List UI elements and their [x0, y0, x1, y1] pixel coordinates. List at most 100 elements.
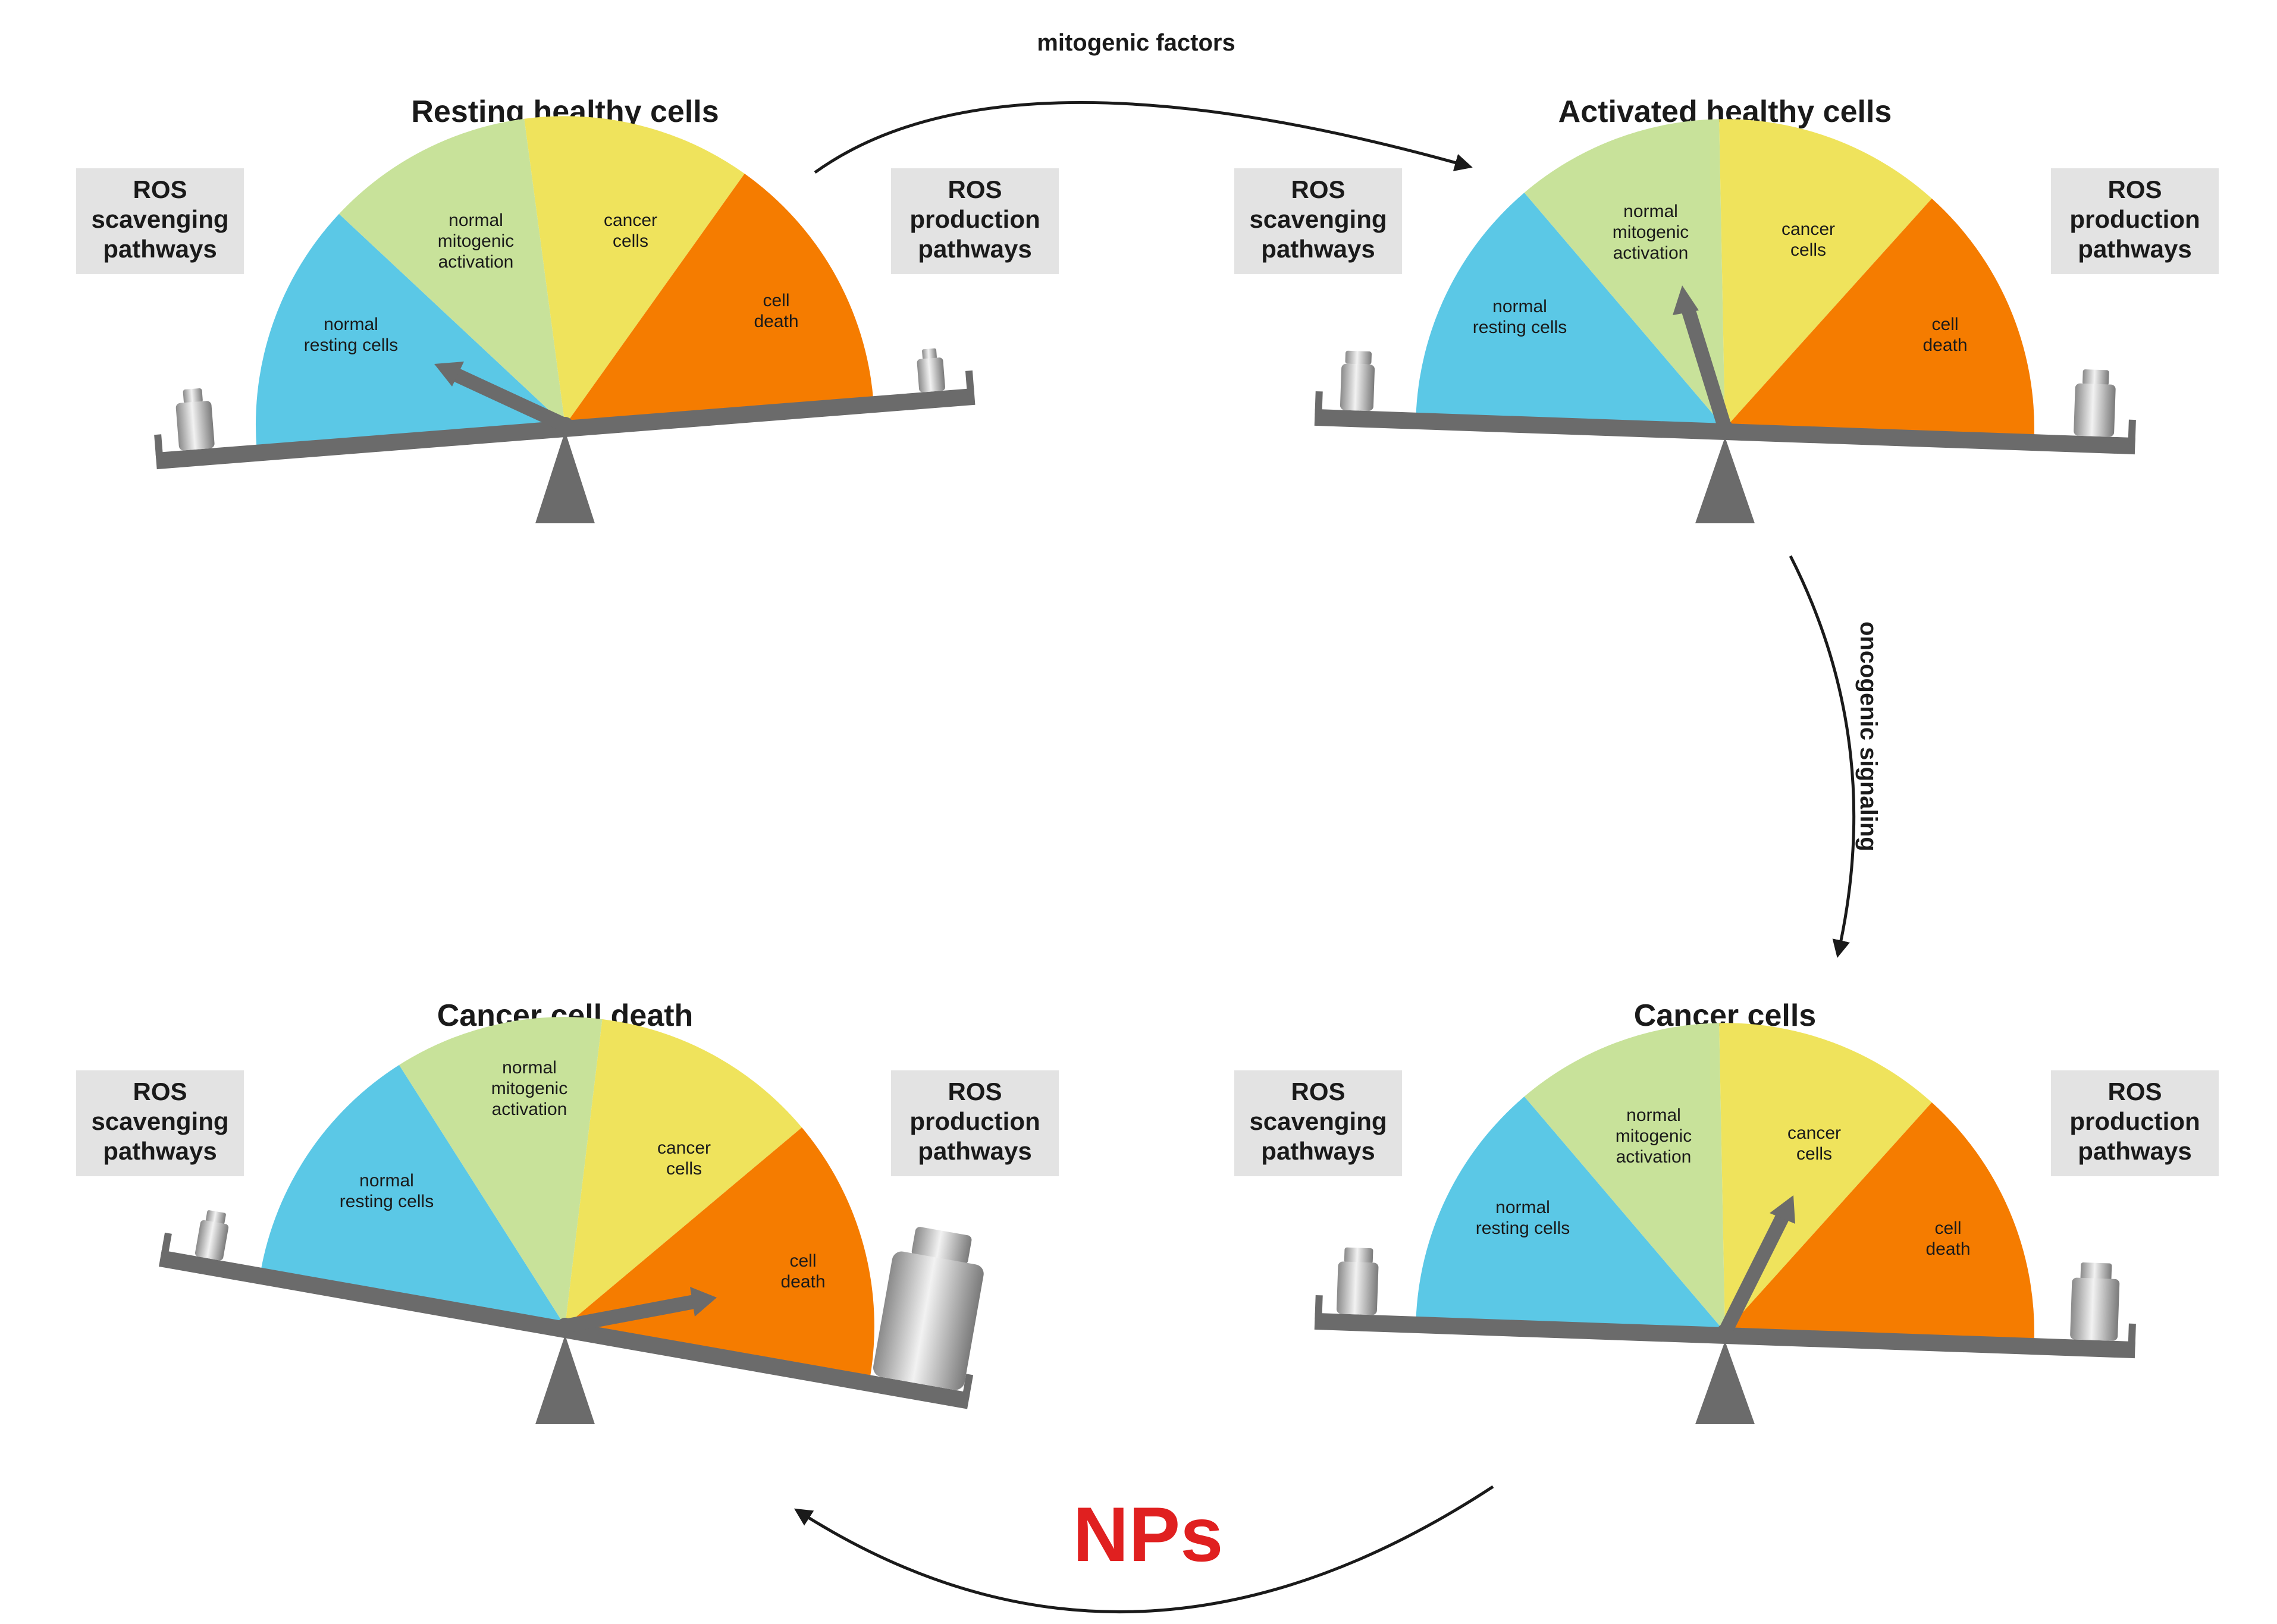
svg-text:mitogenic: mitogenic	[438, 231, 514, 251]
svg-text:ROS: ROS	[133, 1078, 187, 1105]
segment-mitogenic-activation	[1524, 1023, 1725, 1332]
production-box: ROS production pathways	[2051, 168, 2219, 274]
svg-text:activation: activation	[438, 252, 514, 272]
segment-cancer-cells	[1719, 1023, 1932, 1332]
svg-text:pathways: pathways	[918, 1137, 1031, 1165]
svg-text:scavenging: scavenging	[1249, 1107, 1387, 1135]
fulcrum	[535, 431, 595, 523]
svg-text:death: death	[1925, 1239, 1970, 1259]
svg-text:scavenging: scavenging	[1249, 205, 1387, 233]
svg-text:activation: activation	[492, 1100, 567, 1119]
svg-text:production: production	[909, 205, 1040, 233]
segment-mitogenic-activation	[399, 1017, 603, 1326]
svg-text:normal: normal	[1623, 202, 1678, 221]
segment-cancer-cells	[1719, 119, 1932, 428]
segment-normal-resting	[1416, 192, 1725, 428]
weight-icon	[873, 1227, 984, 1390]
svg-text:cells: cells	[666, 1159, 702, 1179]
svg-text:resting cells: resting cells	[304, 335, 398, 355]
svg-text:ROS: ROS	[2107, 175, 2162, 203]
svg-text:cells: cells	[1796, 1144, 1832, 1164]
indicator-needle	[557, 1287, 717, 1334]
scavenging-box: ROS scavenging pathways	[1234, 168, 1402, 274]
svg-text:pathways: pathways	[103, 235, 217, 263]
production-box: ROS production pathways	[891, 168, 1059, 274]
weight-icon	[1340, 350, 1375, 412]
oncogenic-label: oncogenic signaling	[1855, 621, 1881, 852]
svg-text:ROS: ROS	[948, 175, 1002, 203]
production-box: ROS production pathways	[891, 1070, 1059, 1176]
svg-text:resting cells: resting cells	[1476, 1218, 1570, 1238]
segment-cell-death	[565, 174, 874, 425]
panel-cancer-death: Cancer cell death ROS scavenging pathway…	[76, 998, 1059, 1424]
oncogenic-arrow	[1789, 555, 1856, 958]
svg-text:production: production	[2069, 1107, 2200, 1135]
svg-text:normal: normal	[448, 211, 503, 230]
fulcrum	[535, 1335, 595, 1424]
segment-normal-resting	[260, 1064, 565, 1326]
svg-text:ROS: ROS	[1291, 175, 1345, 203]
svg-text:normal: normal	[502, 1058, 557, 1078]
svg-text:cancer: cancer	[1787, 1123, 1841, 1143]
svg-text:ROS: ROS	[948, 1078, 1002, 1105]
weight-icon	[2074, 369, 2116, 437]
panel-cancer: Cancer cells ROS scavenging pathways ROS…	[1234, 998, 2219, 1424]
svg-text:mitogenic: mitogenic	[491, 1079, 567, 1098]
segment-cell-death	[1725, 198, 2034, 439]
svg-text:cancer: cancer	[604, 211, 657, 230]
weight-icon	[2070, 1262, 2120, 1341]
svg-text:pathways: pathways	[918, 235, 1031, 263]
indicator-needle	[1673, 285, 1733, 436]
svg-text:death: death	[1922, 335, 1967, 355]
svg-text:cell: cell	[1934, 1218, 1961, 1238]
svg-text:normal: normal	[324, 315, 378, 334]
indicator-needle	[434, 362, 573, 434]
svg-text:pathways: pathways	[1261, 1137, 1375, 1165]
svg-text:ROS: ROS	[2107, 1078, 2162, 1105]
panel-activated: Activated healthy cells ROS scavenging p…	[1234, 95, 2219, 523]
weight-icon	[1336, 1247, 1379, 1315]
fulcrum	[1695, 1341, 1755, 1424]
svg-text:normal: normal	[1492, 297, 1547, 316]
indicator-needle	[1717, 1195, 1795, 1340]
segment-cancer-cells	[524, 116, 745, 425]
svg-text:death: death	[780, 1272, 825, 1292]
mitogenic-label: mitogenic factors	[1037, 30, 1235, 56]
svg-text:scavenging: scavenging	[91, 205, 228, 233]
svg-text:cancer: cancer	[1782, 219, 1835, 239]
nps-arrow	[794, 1485, 1494, 1613]
svg-text:activation: activation	[1616, 1147, 1692, 1167]
segment-cancer-cells	[565, 1019, 802, 1326]
nps-label: NPs	[1073, 1491, 1224, 1578]
svg-text:pathways: pathways	[2078, 235, 2191, 263]
weight-icon	[917, 348, 945, 392]
svg-text:ROS: ROS	[1291, 1078, 1345, 1105]
svg-text:normal: normal	[1626, 1105, 1681, 1125]
svg-text:cells: cells	[1790, 240, 1826, 260]
svg-text:death: death	[754, 312, 798, 331]
svg-text:ROS: ROS	[133, 175, 187, 203]
weight-icon	[175, 388, 215, 451]
svg-text:pathways: pathways	[1261, 235, 1375, 263]
svg-text:mitogenic: mitogenic	[1616, 1126, 1692, 1146]
svg-text:cell: cell	[1931, 315, 1958, 334]
scavenging-box: ROS scavenging pathways	[1234, 1070, 1402, 1176]
svg-text:normal: normal	[1495, 1198, 1550, 1217]
mitogenic-arrow	[814, 100, 1473, 174]
svg-text:scavenging: scavenging	[91, 1107, 228, 1135]
svg-text:normal: normal	[359, 1171, 414, 1190]
svg-text:cell: cell	[789, 1251, 816, 1271]
production-box: ROS production pathways	[2051, 1070, 2219, 1176]
panel-resting: Resting healthy cells ROS scavenging pat…	[76, 95, 1059, 523]
svg-text:production: production	[2069, 205, 2200, 233]
svg-text:resting cells: resting cells	[340, 1192, 434, 1211]
segment-mitogenic-activation	[338, 118, 565, 425]
svg-text:cancer: cancer	[657, 1138, 711, 1158]
segment-cell-death	[1725, 1102, 2034, 1343]
segment-normal-resting	[1416, 1096, 1725, 1332]
svg-text:resting cells: resting cells	[1473, 318, 1567, 337]
fulcrum	[1695, 437, 1755, 523]
svg-text:pathways: pathways	[2078, 1137, 2191, 1165]
segment-mitogenic-activation	[1524, 119, 1725, 428]
